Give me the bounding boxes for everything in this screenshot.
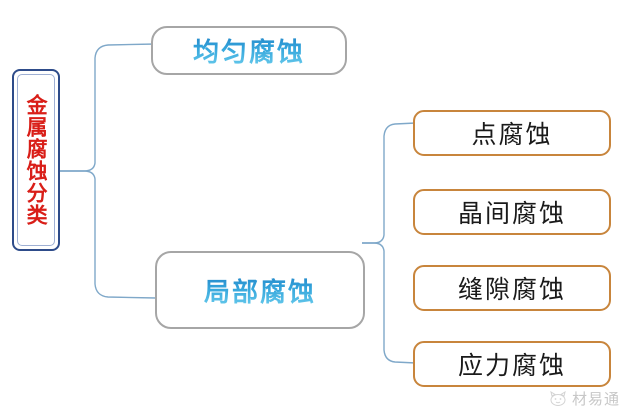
node-crevice-corrosion[interactable]: 缝隙腐蚀 bbox=[413, 265, 611, 311]
cat-logo-icon bbox=[550, 390, 566, 406]
watermark-text: 材易通 bbox=[571, 392, 620, 408]
node-intergranular-corrosion-label: 晶间腐蚀 bbox=[457, 201, 566, 228]
connector-brace-right bbox=[362, 122, 417, 364]
node-pitting-corrosion[interactable]: 点腐蚀 bbox=[413, 110, 611, 156]
node-stress-corrosion-label: 应力腐蚀 bbox=[457, 353, 566, 380]
node-stress-corrosion[interactable]: 应力腐蚀 bbox=[413, 341, 611, 387]
node-uniform-corrosion[interactable]: 均匀腐蚀 bbox=[151, 26, 347, 75]
node-uniform-corrosion-label: 均匀腐蚀 bbox=[193, 32, 305, 69]
node-root-inner-frame: 金属腐蚀分类 bbox=[17, 74, 55, 246]
node-root-label: 金属腐蚀分类 bbox=[24, 94, 49, 226]
node-localized-corrosion-label: 局部腐蚀 bbox=[204, 272, 316, 309]
node-crevice-corrosion-label: 缝隙腐蚀 bbox=[457, 277, 566, 304]
connector-brace-left bbox=[60, 43, 157, 299]
watermark: 材易通 bbox=[548, 388, 620, 409]
node-metal-corrosion-classification[interactable]: 金属腐蚀分类 bbox=[12, 69, 60, 251]
node-pitting-corrosion-label: 点腐蚀 bbox=[471, 122, 553, 149]
node-intergranular-corrosion[interactable]: 晶间腐蚀 bbox=[413, 189, 611, 235]
node-localized-corrosion[interactable]: 局部腐蚀 bbox=[155, 251, 365, 329]
